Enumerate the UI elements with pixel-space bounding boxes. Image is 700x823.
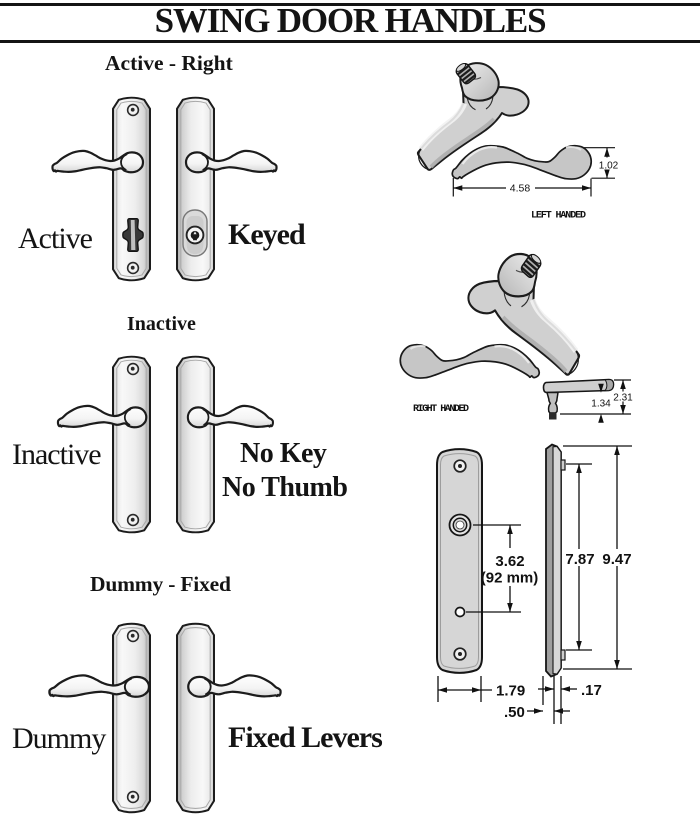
svg-text:4.58: 4.58 bbox=[510, 183, 531, 195]
svg-text:1.34: 1.34 bbox=[591, 399, 611, 410]
svg-text:9.47: 9.47 bbox=[602, 551, 631, 568]
svg-text:2.31: 2.31 bbox=[613, 393, 633, 404]
svg-text:7.87: 7.87 bbox=[565, 551, 594, 568]
svg-text:(92 mm): (92 mm) bbox=[481, 570, 539, 587]
svg-text:1.79: 1.79 bbox=[496, 683, 525, 700]
svg-text:LEFT HANDED: LEFT HANDED bbox=[531, 211, 586, 222]
svg-text:.50: .50 bbox=[504, 704, 525, 721]
svg-text:.17: .17 bbox=[581, 682, 602, 699]
svg-text:1.02: 1.02 bbox=[599, 161, 619, 172]
svg-text:RIGHT HANDED: RIGHT HANDED bbox=[413, 404, 469, 415]
svg-text:3.62: 3.62 bbox=[495, 553, 524, 570]
